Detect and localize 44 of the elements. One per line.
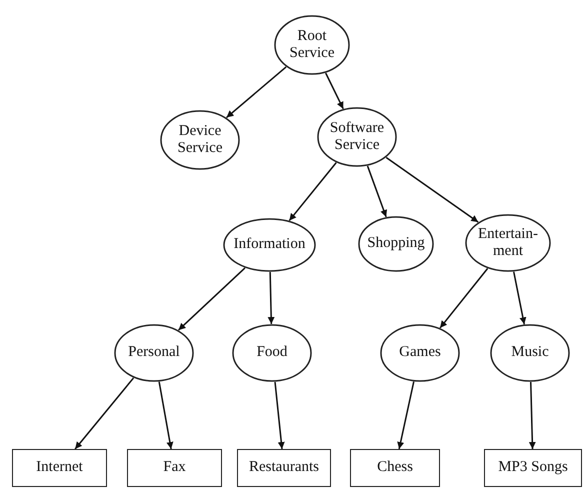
node-label: Software Service	[328, 120, 386, 154]
node-label: Personal	[127, 344, 181, 362]
service-ellipse	[160, 110, 240, 170]
service-ellipse	[223, 218, 316, 272]
arrow	[158, 382, 174, 450]
node-label: MP3 Songs	[497, 459, 569, 477]
service-ellipse	[114, 324, 194, 382]
node-label: Chess	[376, 459, 414, 477]
arrow	[74, 377, 134, 450]
leaf-box	[12, 449, 107, 487]
node-label: Music	[510, 344, 550, 362]
leaf-box	[237, 449, 331, 487]
node-label: Internet	[35, 459, 84, 477]
arrow	[268, 272, 275, 324]
service-ellipse	[274, 15, 350, 75]
arrow	[366, 166, 388, 218]
arrow	[528, 382, 536, 450]
node-label: Information	[232, 236, 306, 254]
leaf-box	[484, 449, 582, 487]
service-ellipse	[358, 216, 434, 272]
service-ellipse	[380, 324, 460, 382]
arrow	[439, 268, 488, 328]
arrow	[226, 66, 287, 118]
arrow	[397, 381, 414, 450]
service-ellipse	[465, 214, 551, 272]
arrow	[178, 267, 246, 331]
service-ellipse	[232, 324, 312, 382]
arrow	[386, 156, 479, 223]
node-label: Games	[398, 344, 442, 362]
node-label: Root Service	[288, 28, 336, 62]
leaf-box	[127, 449, 222, 487]
arrow	[513, 272, 526, 324]
leaf-box	[350, 449, 440, 487]
arrow	[274, 382, 285, 450]
arrow	[288, 162, 337, 222]
node-label: Device Service	[176, 122, 224, 158]
node-label: Fax	[162, 459, 187, 477]
service-ellipse	[490, 324, 570, 382]
node-label: Shopping	[366, 235, 426, 253]
node-label: Entertain-ment	[477, 226, 539, 260]
node-label: Food	[256, 344, 288, 362]
service-ellipse	[317, 107, 397, 167]
node-label: Restaurants	[248, 459, 320, 477]
arrow	[325, 72, 344, 110]
